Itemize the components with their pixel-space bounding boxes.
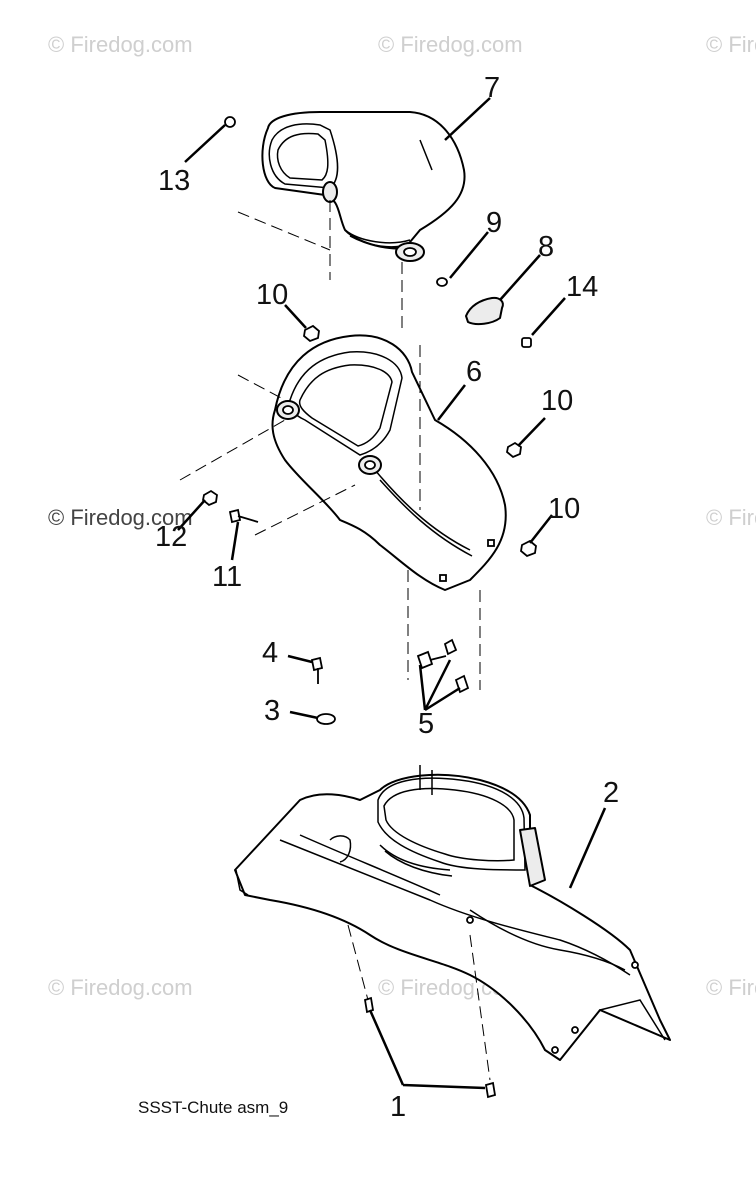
washer-3-icon	[316, 713, 336, 725]
callout-5: 5	[418, 708, 434, 740]
screw-1-icon	[363, 996, 375, 1014]
watermark: © Firedog.com	[48, 975, 193, 1000]
callout-11: 11	[212, 561, 242, 593]
callout-8: 8	[538, 231, 554, 263]
nut-10-icon	[506, 441, 522, 459]
callout-3: 3	[264, 695, 280, 727]
callouts: 7 13 9 8 14 10 6 10 10 12 11 4 3 5 2 1	[155, 72, 619, 1123]
alignment-lines	[179, 200, 491, 1081]
screw-1-icon	[484, 1081, 497, 1099]
bolt-5-icon	[416, 650, 447, 670]
nut-12-icon	[202, 489, 218, 507]
watermark: © Firedog.com	[48, 32, 193, 57]
diagram-caption: SSST-Chute asm_9	[138, 1098, 288, 1117]
callout-7: 7	[484, 72, 500, 104]
callout-10: 10	[541, 385, 573, 417]
callout-14: 14	[566, 271, 598, 303]
watermark: © Firedog.com	[378, 32, 523, 57]
callout-10: 10	[548, 493, 580, 525]
callout-12: 12	[155, 521, 187, 553]
washer-9-icon	[436, 277, 448, 287]
callout-13: 13	[158, 165, 190, 197]
callout-6: 6	[466, 356, 482, 388]
part-lower-chute	[271, 334, 507, 591]
nut-10-icon	[520, 539, 537, 558]
leader-lines	[177, 97, 607, 1090]
nut-10-icon	[303, 324, 320, 343]
knob-8-icon	[465, 296, 504, 326]
part-chute-deflector	[261, 111, 466, 262]
screw-13-icon	[224, 116, 236, 128]
callout-9: 9	[486, 207, 502, 239]
watermark: © Firedog.com	[48, 505, 193, 530]
callout-1: 1	[390, 1091, 406, 1123]
bolt-11-icon	[228, 508, 259, 524]
cap-14-icon	[521, 337, 532, 348]
callout-4: 4	[262, 637, 278, 669]
bolt-4-icon	[310, 656, 324, 684]
callout-10: 10	[256, 279, 288, 311]
watermark: © Firedog.com	[706, 32, 756, 57]
watermark: © Firedog.com	[706, 505, 756, 530]
callout-2: 2	[603, 777, 619, 809]
bolt-5-icon	[443, 638, 458, 656]
part-chute-base	[234, 765, 671, 1061]
watermark: © Firedog.com	[706, 975, 756, 1000]
